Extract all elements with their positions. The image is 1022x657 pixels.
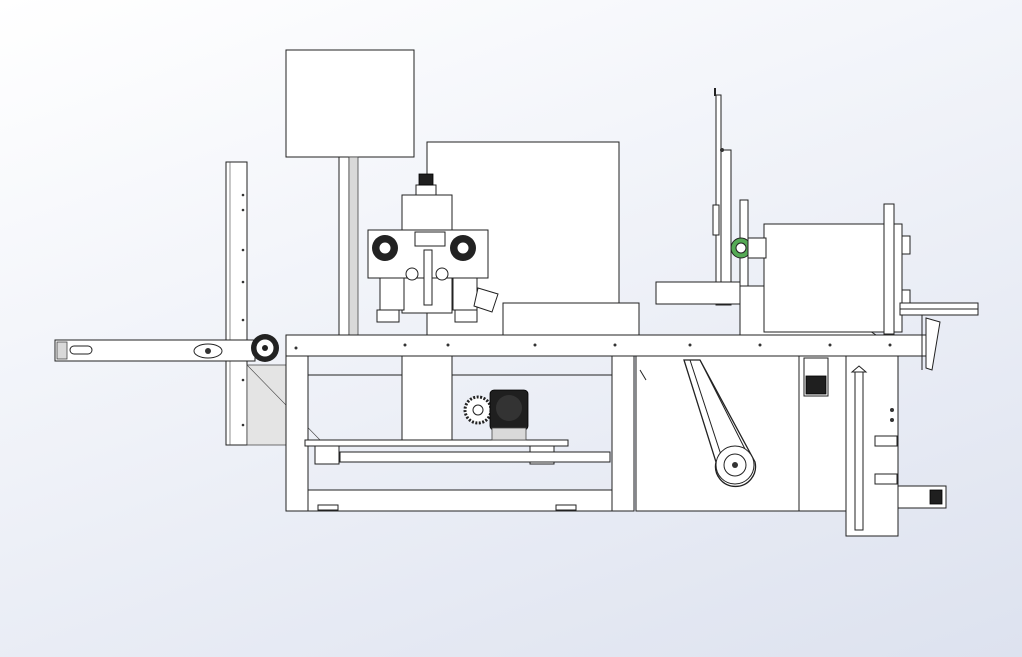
top-conveyor-rail	[285, 334, 927, 357]
right-guide-rail	[899, 302, 979, 371]
base-frame	[285, 355, 847, 512]
sprocket-wheel	[251, 334, 279, 362]
vertical-guide-post	[712, 88, 732, 306]
panel-post	[338, 156, 359, 336]
right-housing	[655, 199, 911, 336]
center-roller-assembly	[367, 173, 499, 323]
belt-drive	[639, 359, 757, 488]
upper-panel-box	[285, 49, 415, 158]
drive-motor	[463, 389, 529, 441]
right-slider-bracket	[803, 355, 947, 537]
left-extension-arm	[54, 339, 256, 362]
